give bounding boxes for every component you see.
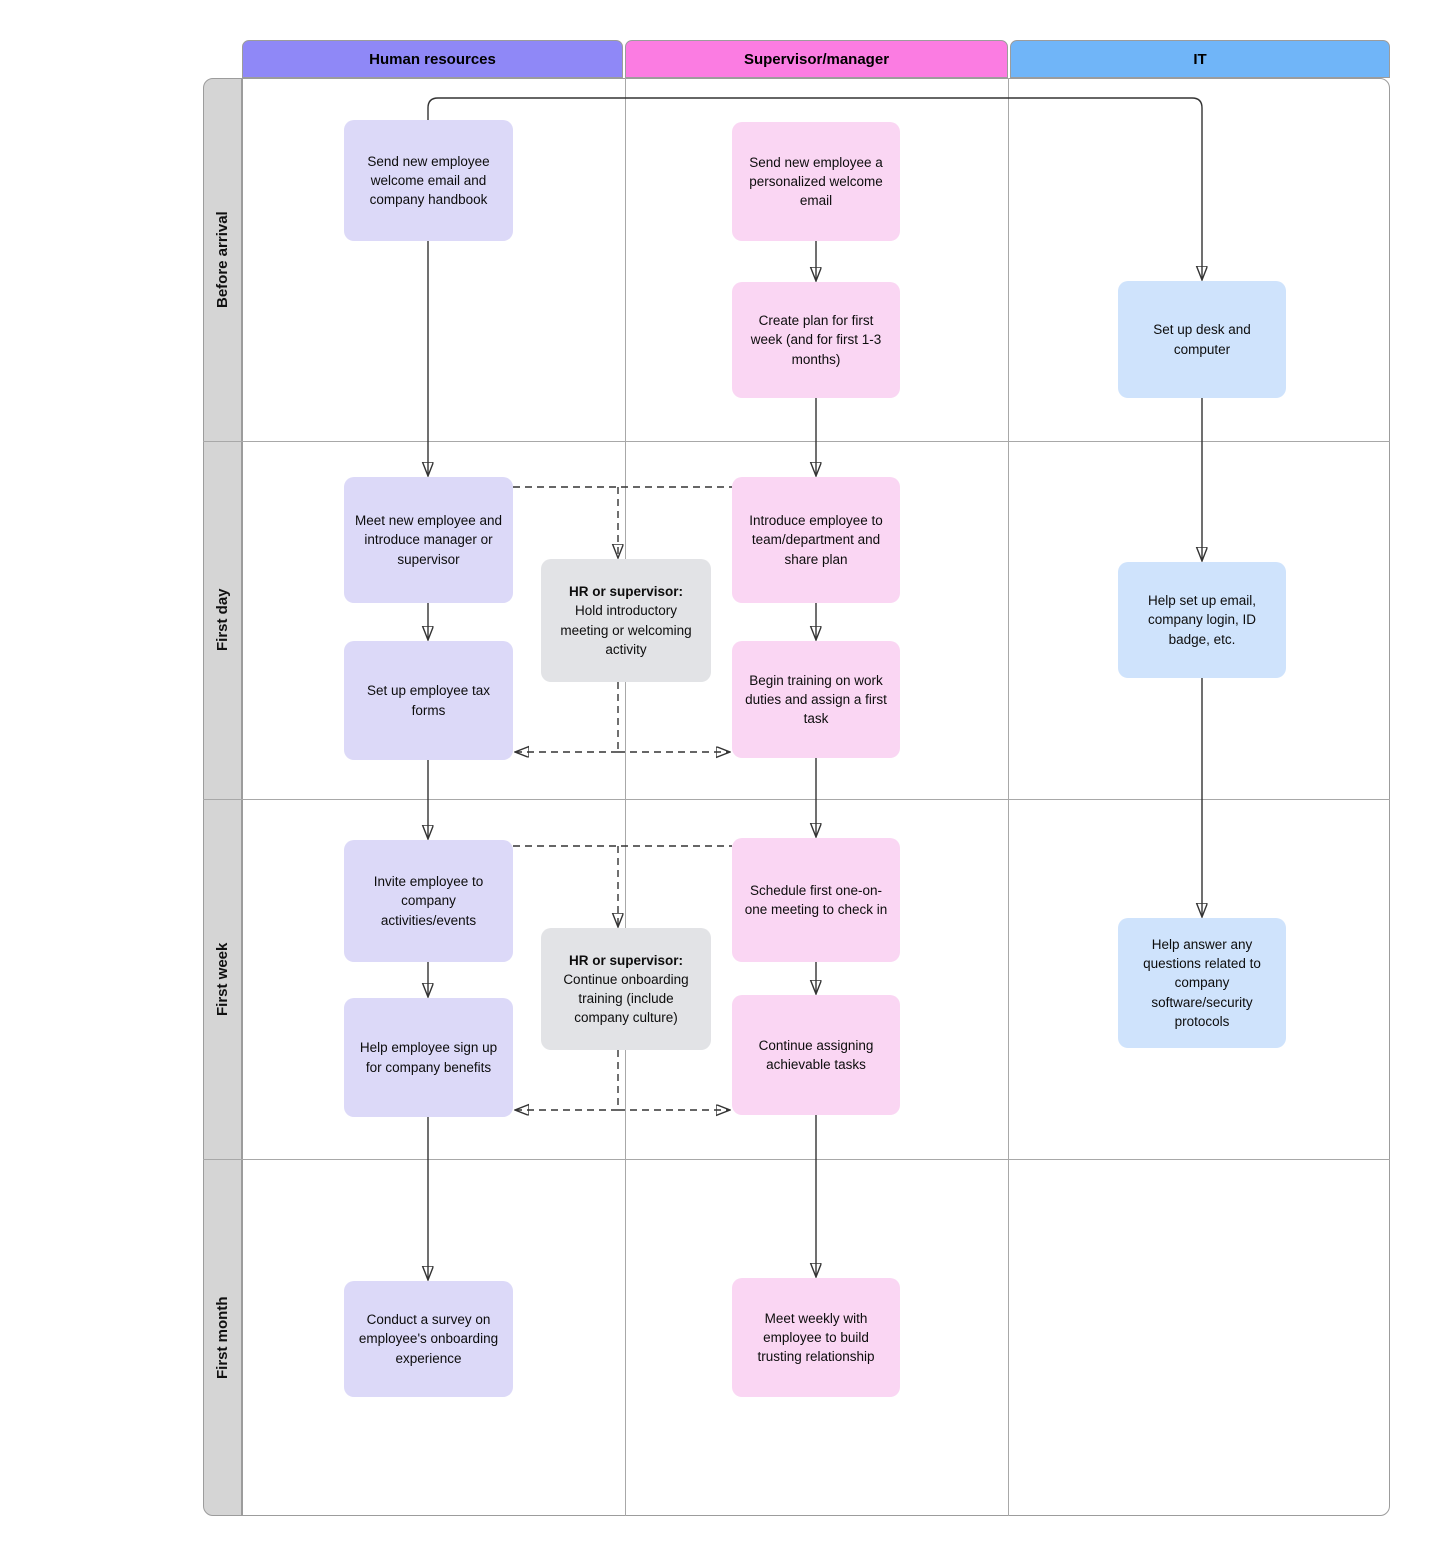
shared-box-lead: HR or supervisor: [568, 584, 684, 600]
task-box-sup-create-plan: Create plan for first week (and for firs… [732, 282, 900, 398]
task-box-it-answer-questions: Help answer any questions related to com… [1118, 918, 1286, 1048]
shared-box-body: Continue onboarding training (include co… [563, 971, 689, 1026]
task-box-hr-welcome-email: Send new employee welcome email and comp… [344, 120, 513, 241]
lane-header-label: Human resources [369, 50, 496, 68]
task-box-sup-assign-tasks: Continue assigning achievable tasks [732, 995, 900, 1115]
task-box-hr-tax-forms: Set up employee tax forms [344, 641, 513, 760]
shared-box-text: HR or supervisor: Continue onboarding tr… [551, 951, 701, 1028]
row-label-strip [203, 78, 242, 1516]
task-box-shared-continue-training: HR or supervisor: Continue onboarding tr… [541, 928, 711, 1050]
task-box-hr-benefits: Help employee sign up for company benefi… [344, 998, 513, 1117]
row-label-before-arrival: Before arrival [214, 211, 231, 308]
task-box-shared-intro-meeting: HR or supervisor: Hold introductory meet… [541, 559, 711, 682]
lane-header-label: Supervisor/manager [743, 50, 890, 68]
row-label-first-month: First month [214, 1296, 231, 1379]
lane-header-label: IT [1193, 50, 1207, 68]
task-box-hr-survey: Conduct a survey on employee's onboardin… [344, 1281, 513, 1397]
task-box-sup-begin-training: Begin training on work duties and assign… [732, 641, 900, 758]
row-label-first-week: First week [214, 942, 231, 1016]
task-box-it-email-login: Help set up email, company login, ID bad… [1118, 562, 1286, 678]
shared-box-lead: HR or supervisor: [568, 952, 684, 968]
grid-line-row-divider [203, 799, 1390, 800]
row-label-first-day: First day [214, 588, 231, 652]
grid-frame [242, 78, 1390, 1516]
task-box-hr-invite-events: Invite employee to company activities/ev… [344, 840, 513, 962]
grid-line-column-divider [625, 78, 626, 1516]
task-box-sup-weekly-meet: Meet weekly with employee to build trust… [732, 1278, 900, 1397]
shared-box-text: HR or supervisor: Hold introductory meet… [551, 582, 701, 659]
lane-header-it: IT [1010, 40, 1390, 78]
grid-line-row-divider [203, 1159, 1390, 1160]
lane-header-supervisor-manager: Supervisor/manager [625, 40, 1008, 78]
task-box-sup-introduce-team: Introduce employee to team/department an… [732, 477, 900, 603]
shared-box-body: Hold introductory meeting or welcoming a… [560, 603, 692, 657]
grid-line-column-divider [1008, 78, 1009, 1516]
task-box-sup-welcome-email: Send new employee a personalized welcome… [732, 122, 900, 241]
grid-line-row-divider [203, 441, 1390, 442]
task-box-hr-meet-employee: Meet new employee and introduce manager … [344, 477, 513, 603]
task-box-it-desk-computer: Set up desk and computer [1118, 281, 1286, 398]
lane-header-human-resources: Human resources [242, 40, 623, 78]
task-box-sup-one-on-one: Schedule first one-on-one meeting to che… [732, 838, 900, 962]
